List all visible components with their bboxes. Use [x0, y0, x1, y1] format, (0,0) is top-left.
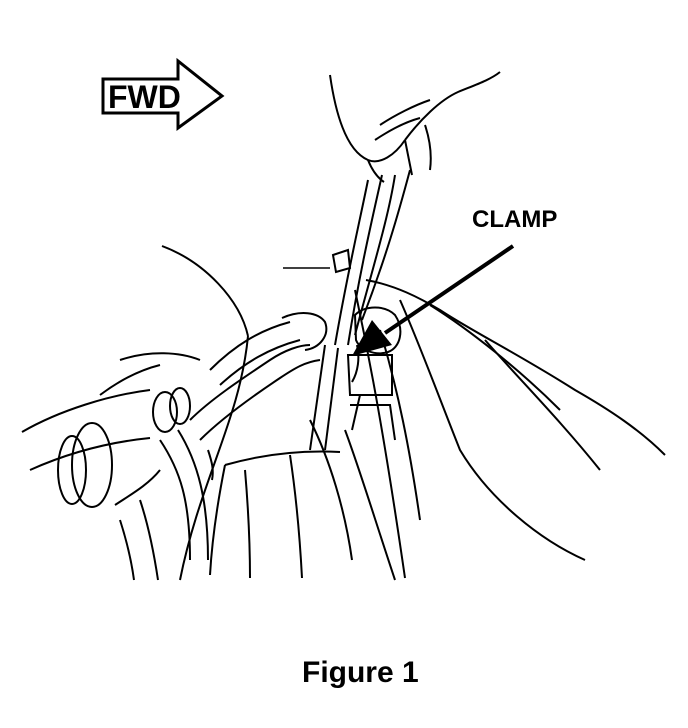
clamp-label: CLAMP [472, 206, 557, 233]
figure-caption: Figure 1 [302, 656, 419, 689]
tank-surface [309, 279, 666, 581]
pliers-tool [309, 169, 411, 451]
clamp-leader-arrowhead [352, 320, 392, 356]
clamp-leader-line [383, 244, 515, 335]
hose-fitting [152, 387, 214, 481]
fwd-direction-arrow: FWD [101, 57, 225, 131]
hand [329, 71, 501, 183]
body-panel [161, 245, 249, 581]
fuel-hose-lower [119, 344, 321, 581]
clamp-callout: CLAMP [352, 206, 557, 356]
fuel-hose-upper [209, 312, 328, 386]
fwd-arrow-outline [101, 57, 225, 131]
fwd-label: FWD [108, 79, 181, 115]
filter-canister [21, 352, 201, 508]
lower-housing [209, 450, 341, 579]
